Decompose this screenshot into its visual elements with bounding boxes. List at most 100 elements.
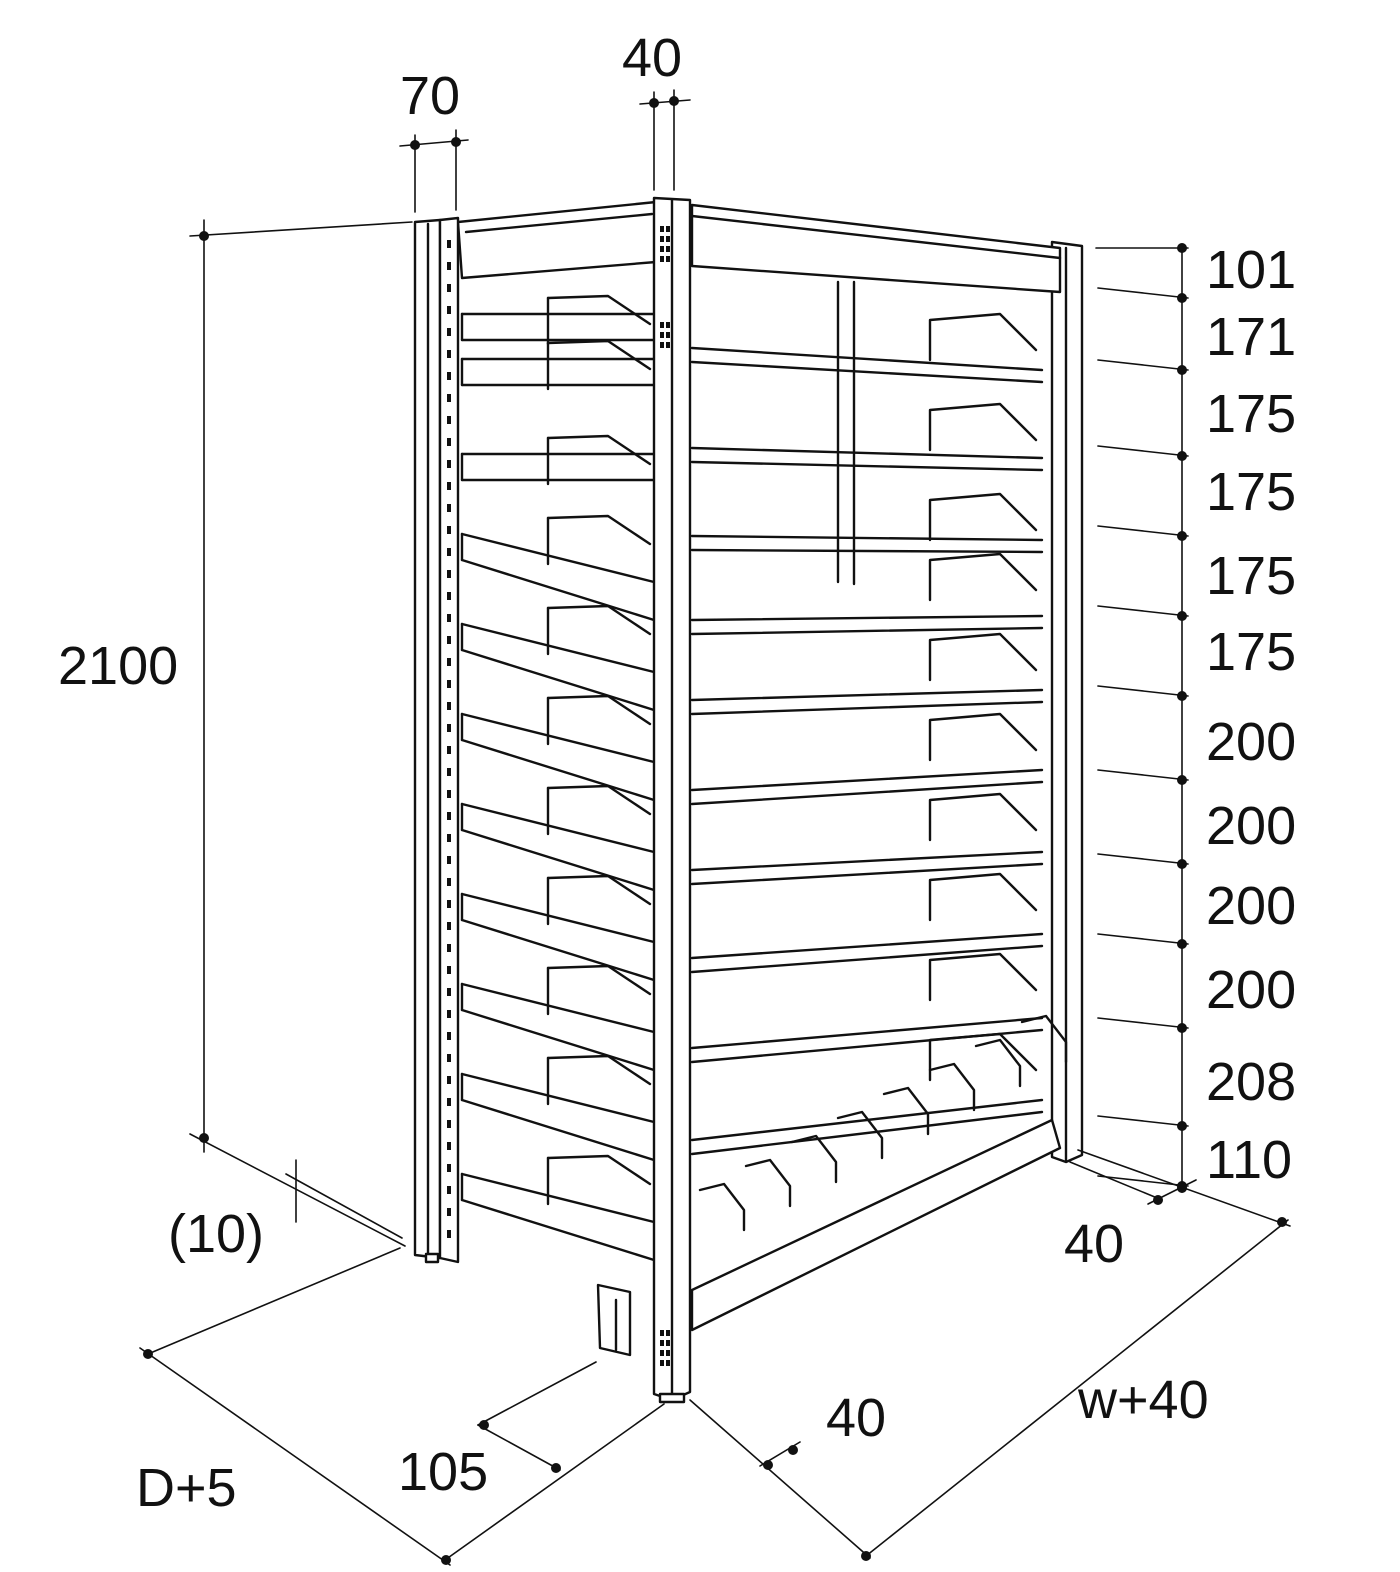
side-shelf (690, 1098, 1044, 1156)
post-hole (666, 1340, 670, 1346)
rail-hole (447, 1120, 451, 1128)
drawer-shelf (460, 339, 656, 391)
post-hole (666, 1330, 670, 1336)
dim-tick (1177, 775, 1187, 785)
rail-hole (447, 526, 451, 534)
post-foot (658, 1392, 686, 1404)
dim-extension-line (1097, 525, 1189, 537)
dim-extension-line (1097, 685, 1189, 697)
post-hole (660, 226, 664, 232)
bin-divider (928, 712, 1038, 762)
bin-divider (928, 872, 1038, 922)
rail-hole (447, 636, 451, 644)
drawer-shelf (460, 434, 656, 486)
dim-tick (1177, 451, 1187, 461)
dim-pitch-label: 200 (1206, 876, 1296, 936)
bin-slot (928, 1062, 976, 1112)
dim-tick (1177, 531, 1187, 541)
dim-tick (1177, 691, 1187, 701)
dim-pitch-label: 175 (1206, 622, 1296, 682)
drawer-shelf (460, 1054, 656, 1162)
post-hole (660, 322, 664, 328)
bin-divider (928, 552, 1038, 602)
bin-divider (928, 952, 1038, 1002)
rail-hole (447, 922, 451, 930)
post-hole (660, 256, 664, 262)
dim-pitch-label: 200 (1206, 796, 1296, 856)
rail-holes (447, 240, 451, 1238)
post-holes (660, 226, 670, 1366)
post-hole (660, 332, 664, 338)
dim-pitch-label: 175 (1206, 546, 1296, 606)
rail-hole (447, 328, 451, 336)
rail-hole (447, 724, 451, 732)
dim-pitch-label: 200 (1206, 960, 1296, 1020)
bin-divider (928, 792, 1038, 842)
rail-hole (447, 900, 451, 908)
dim-extension-line (1097, 287, 1189, 299)
rail-hole (447, 306, 451, 314)
post-hole (666, 256, 670, 262)
dim-extension-line (1097, 1115, 1189, 1127)
dimension-labels: 2100 70 40 (10) D+5 105 40 w+40 40 10117… (58, 28, 1296, 1518)
right-bin-dividers (928, 312, 1038, 1082)
side-shelf (690, 614, 1044, 636)
dim-pitch-label: 208 (1206, 1052, 1296, 1112)
top-front-beam (456, 200, 658, 280)
rail-hole (447, 1032, 451, 1040)
rail-hole (447, 966, 451, 974)
rail-hole (447, 592, 451, 600)
drawer-shelf (460, 294, 656, 346)
rail-hole (447, 1230, 451, 1238)
post-hole (666, 322, 670, 328)
dim-base-right-label: 40 (826, 1388, 886, 1448)
rail-hole (447, 834, 451, 842)
rail-hole (447, 482, 451, 490)
rail-hole (447, 746, 451, 754)
dim-extension-line (1097, 445, 1189, 457)
post-hole (660, 246, 664, 252)
rail-hole (447, 394, 451, 402)
rail-hole (447, 284, 451, 292)
rail-hole (447, 680, 451, 688)
dim-extension-line (1097, 769, 1189, 781)
side-shelf (690, 932, 1044, 974)
rail-hole (447, 460, 451, 468)
rail-hole (447, 504, 451, 512)
rail-hole (447, 240, 451, 248)
rail-hole (447, 1054, 451, 1062)
rail-hole (447, 372, 451, 380)
bin-divider (928, 312, 1038, 362)
rail-hole (447, 856, 451, 864)
dim-width-label: w+40 (1077, 1370, 1209, 1430)
rail-hole (447, 548, 451, 556)
bin-slot (698, 1182, 746, 1232)
rail-hole (447, 262, 451, 270)
side-shelf (690, 446, 1044, 472)
dim-tick (1177, 365, 1187, 375)
dim-extension-line (1097, 853, 1189, 865)
bin-slot (836, 1110, 884, 1160)
bin-slot (744, 1158, 792, 1208)
post-hole (666, 226, 670, 232)
rail-hole (447, 1010, 451, 1018)
rail-hole (447, 812, 451, 820)
dim-tick (1177, 243, 1187, 253)
post-hole (660, 1330, 664, 1336)
dim-depth-label: D+5 (136, 1458, 237, 1518)
rail-hole (447, 988, 451, 996)
drawer-shelf (460, 964, 656, 1072)
dim-height-label: 2100 (58, 636, 178, 696)
dim-pitch-label: 175 (1206, 462, 1296, 522)
dim-right-post-label: 40 (622, 28, 682, 88)
side-shelf (690, 688, 1044, 716)
side-shelf (690, 1016, 1044, 1064)
front-left-rail (438, 216, 460, 1264)
rail-hole (447, 350, 451, 358)
dim-tick (1177, 859, 1187, 869)
right-shelves (690, 346, 1044, 1156)
dim-pitch-label: 200 (1206, 712, 1296, 772)
rail-hole (447, 1186, 451, 1194)
post-hole (660, 1340, 664, 1346)
